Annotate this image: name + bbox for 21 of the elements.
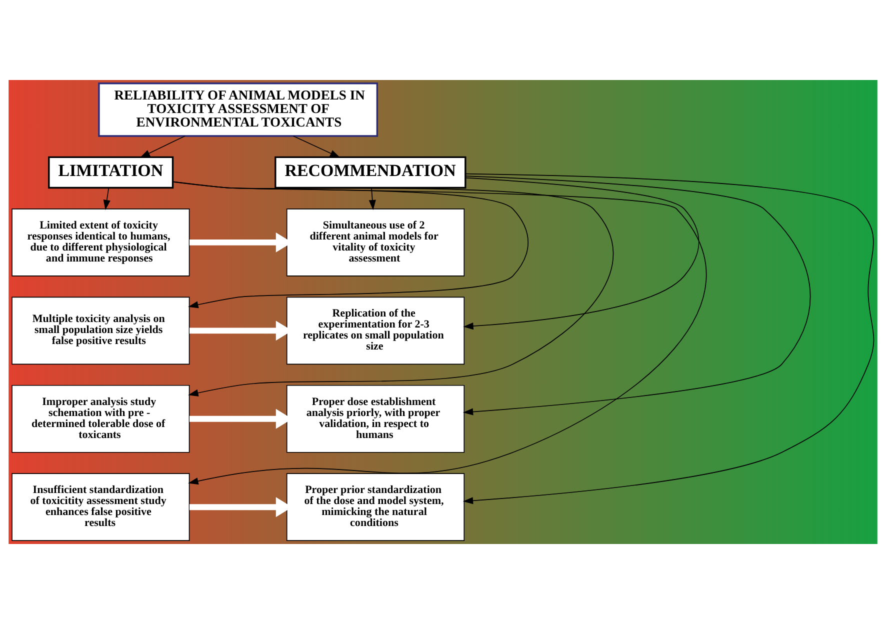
node-box: Proper dose establishment analysis priorly, with proper validation, in respect to humans	[286, 384, 465, 453]
node-box: Insufficient standardization of toxicitity assessment study enhances false positive results	[12, 473, 190, 542]
arrow	[140, 136, 186, 158]
node-box: Limited extent of toxicity responses identical to humans, due to different physiological and immune responses	[12, 208, 190, 276]
node-box: LIMITATION	[48, 156, 174, 189]
node-box: Replication of the experimentation for 2-3 replicates on small population size	[286, 296, 465, 365]
node-box: Proper prior standardization of the dose and model system, mimicking the natural conditions	[286, 473, 465, 542]
arrow	[172, 181, 529, 308]
arrow	[172, 181, 614, 396]
node-box: RECOMMENDATION	[274, 156, 466, 189]
node-box: Improper analysis study schemation with pre - determined tolerable dose of toxicants	[12, 384, 190, 453]
arrow	[463, 177, 700, 330]
arrow	[172, 182, 707, 485]
node-box: RELIABILITY OF ANIMAL MODELS IN TOXICITY ASSESSMENT OF ENVIRONMENTAL TOXICANTS	[98, 82, 378, 137]
node-box: Multiple toxicity analysis on small population size yields false positive results	[12, 296, 190, 365]
node-box: Simultaneous use of 2 different animal models for vitality of toxicity assessment	[286, 208, 465, 276]
arrow	[293, 136, 340, 158]
arrow	[368, 187, 376, 210]
arrow	[462, 176, 811, 416]
arrow	[103, 187, 110, 210]
arrow	[462, 173, 874, 504]
